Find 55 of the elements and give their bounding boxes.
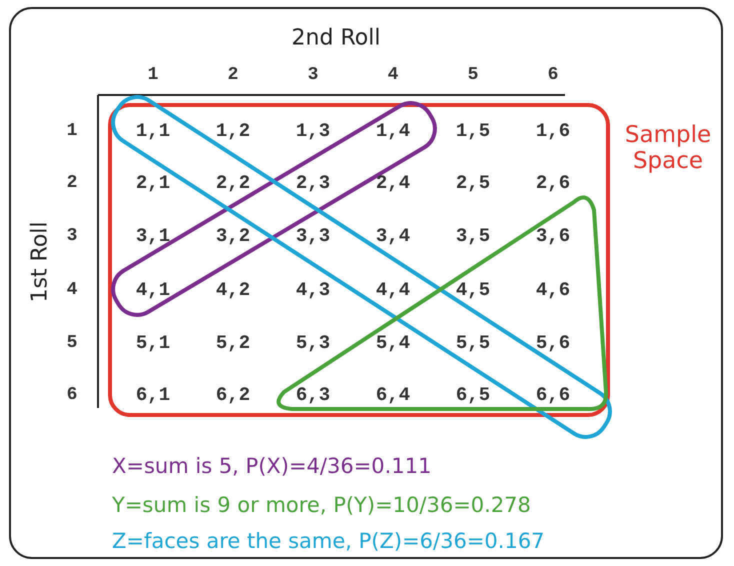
outcome-cell: 2,4 (376, 172, 410, 194)
outcome-cell: 4,5 (456, 279, 490, 301)
outcome-cell: 6,5 (456, 384, 490, 406)
outcome-cell: 2,5 (456, 172, 490, 194)
row-header: 1 (66, 121, 78, 141)
column-header: 3 (308, 65, 318, 85)
outcome-cell: 1,5 (456, 120, 490, 142)
outcome-cell: 1,4 (376, 120, 410, 142)
outcome-cell: 6,3 (296, 384, 330, 406)
column-header: 5 (468, 65, 478, 85)
outcome-cell: 1,1 (136, 120, 170, 142)
column-header: 4 (388, 65, 398, 85)
outcome-cell: 1,2 (216, 120, 250, 142)
outcome-cell: 5,2 (216, 332, 250, 354)
outcome-cell: 3,4 (376, 225, 410, 247)
column-header: 1 (148, 65, 158, 85)
outcome-cell: 6,1 (136, 384, 170, 406)
outcome-cell: 6,6 (536, 384, 570, 406)
outcome-cell: 4,4 (376, 279, 410, 301)
axis-title: 2nd Roll (292, 26, 380, 50)
outcome-cell: 1,6 (536, 120, 570, 142)
sample-space-outline (108, 103, 610, 417)
axis-title: 1st Roll (28, 221, 52, 303)
outcome-cell: 2,6 (536, 172, 570, 194)
event-note: Z=faces are the same, P(Z)=6/36=0.167 (112, 529, 545, 553)
outcome-cell: 4,1 (136, 279, 170, 301)
column-header: 2 (228, 65, 238, 85)
sample-space-label: Sample Space (624, 122, 712, 174)
outcome-cell: 3,3 (296, 225, 330, 247)
outcome-cell: 3,1 (136, 225, 170, 247)
outcome-cell: 5,1 (136, 332, 170, 354)
outcome-cell: 6,2 (216, 384, 250, 406)
row-header: 3 (66, 226, 78, 246)
outcome-cell: 4,6 (536, 279, 570, 301)
outcome-cell: 1,3 (296, 120, 330, 142)
outcome-cell: 4,3 (296, 279, 330, 301)
outcome-cell: 5,5 (456, 332, 490, 354)
row-header: 5 (66, 333, 78, 353)
outcome-cell: 5,4 (376, 332, 410, 354)
outcome-cell: 5,3 (296, 332, 330, 354)
event-note: Y=sum is 9 or more, P(Y)=10/36=0.278 (112, 493, 531, 517)
row-header: 2 (66, 173, 78, 193)
column-header: 6 (548, 65, 558, 85)
outcome-cell: 2,1 (136, 172, 170, 194)
outcome-cell: 6,4 (376, 384, 410, 406)
outcome-cell: 5,6 (536, 332, 570, 354)
outcome-cell: 2,2 (216, 172, 250, 194)
outcome-cell: 4,2 (216, 279, 250, 301)
row-header: 4 (66, 280, 78, 300)
event-note: X=sum is 5, P(X)=4/36=0.111 (112, 454, 432, 478)
outcome-cell: 3,5 (456, 225, 490, 247)
row-header: 6 (66, 385, 78, 405)
outcome-cell: 3,2 (216, 225, 250, 247)
outcome-cell: 3,6 (536, 225, 570, 247)
outcome-cell: 2,3 (296, 172, 330, 194)
